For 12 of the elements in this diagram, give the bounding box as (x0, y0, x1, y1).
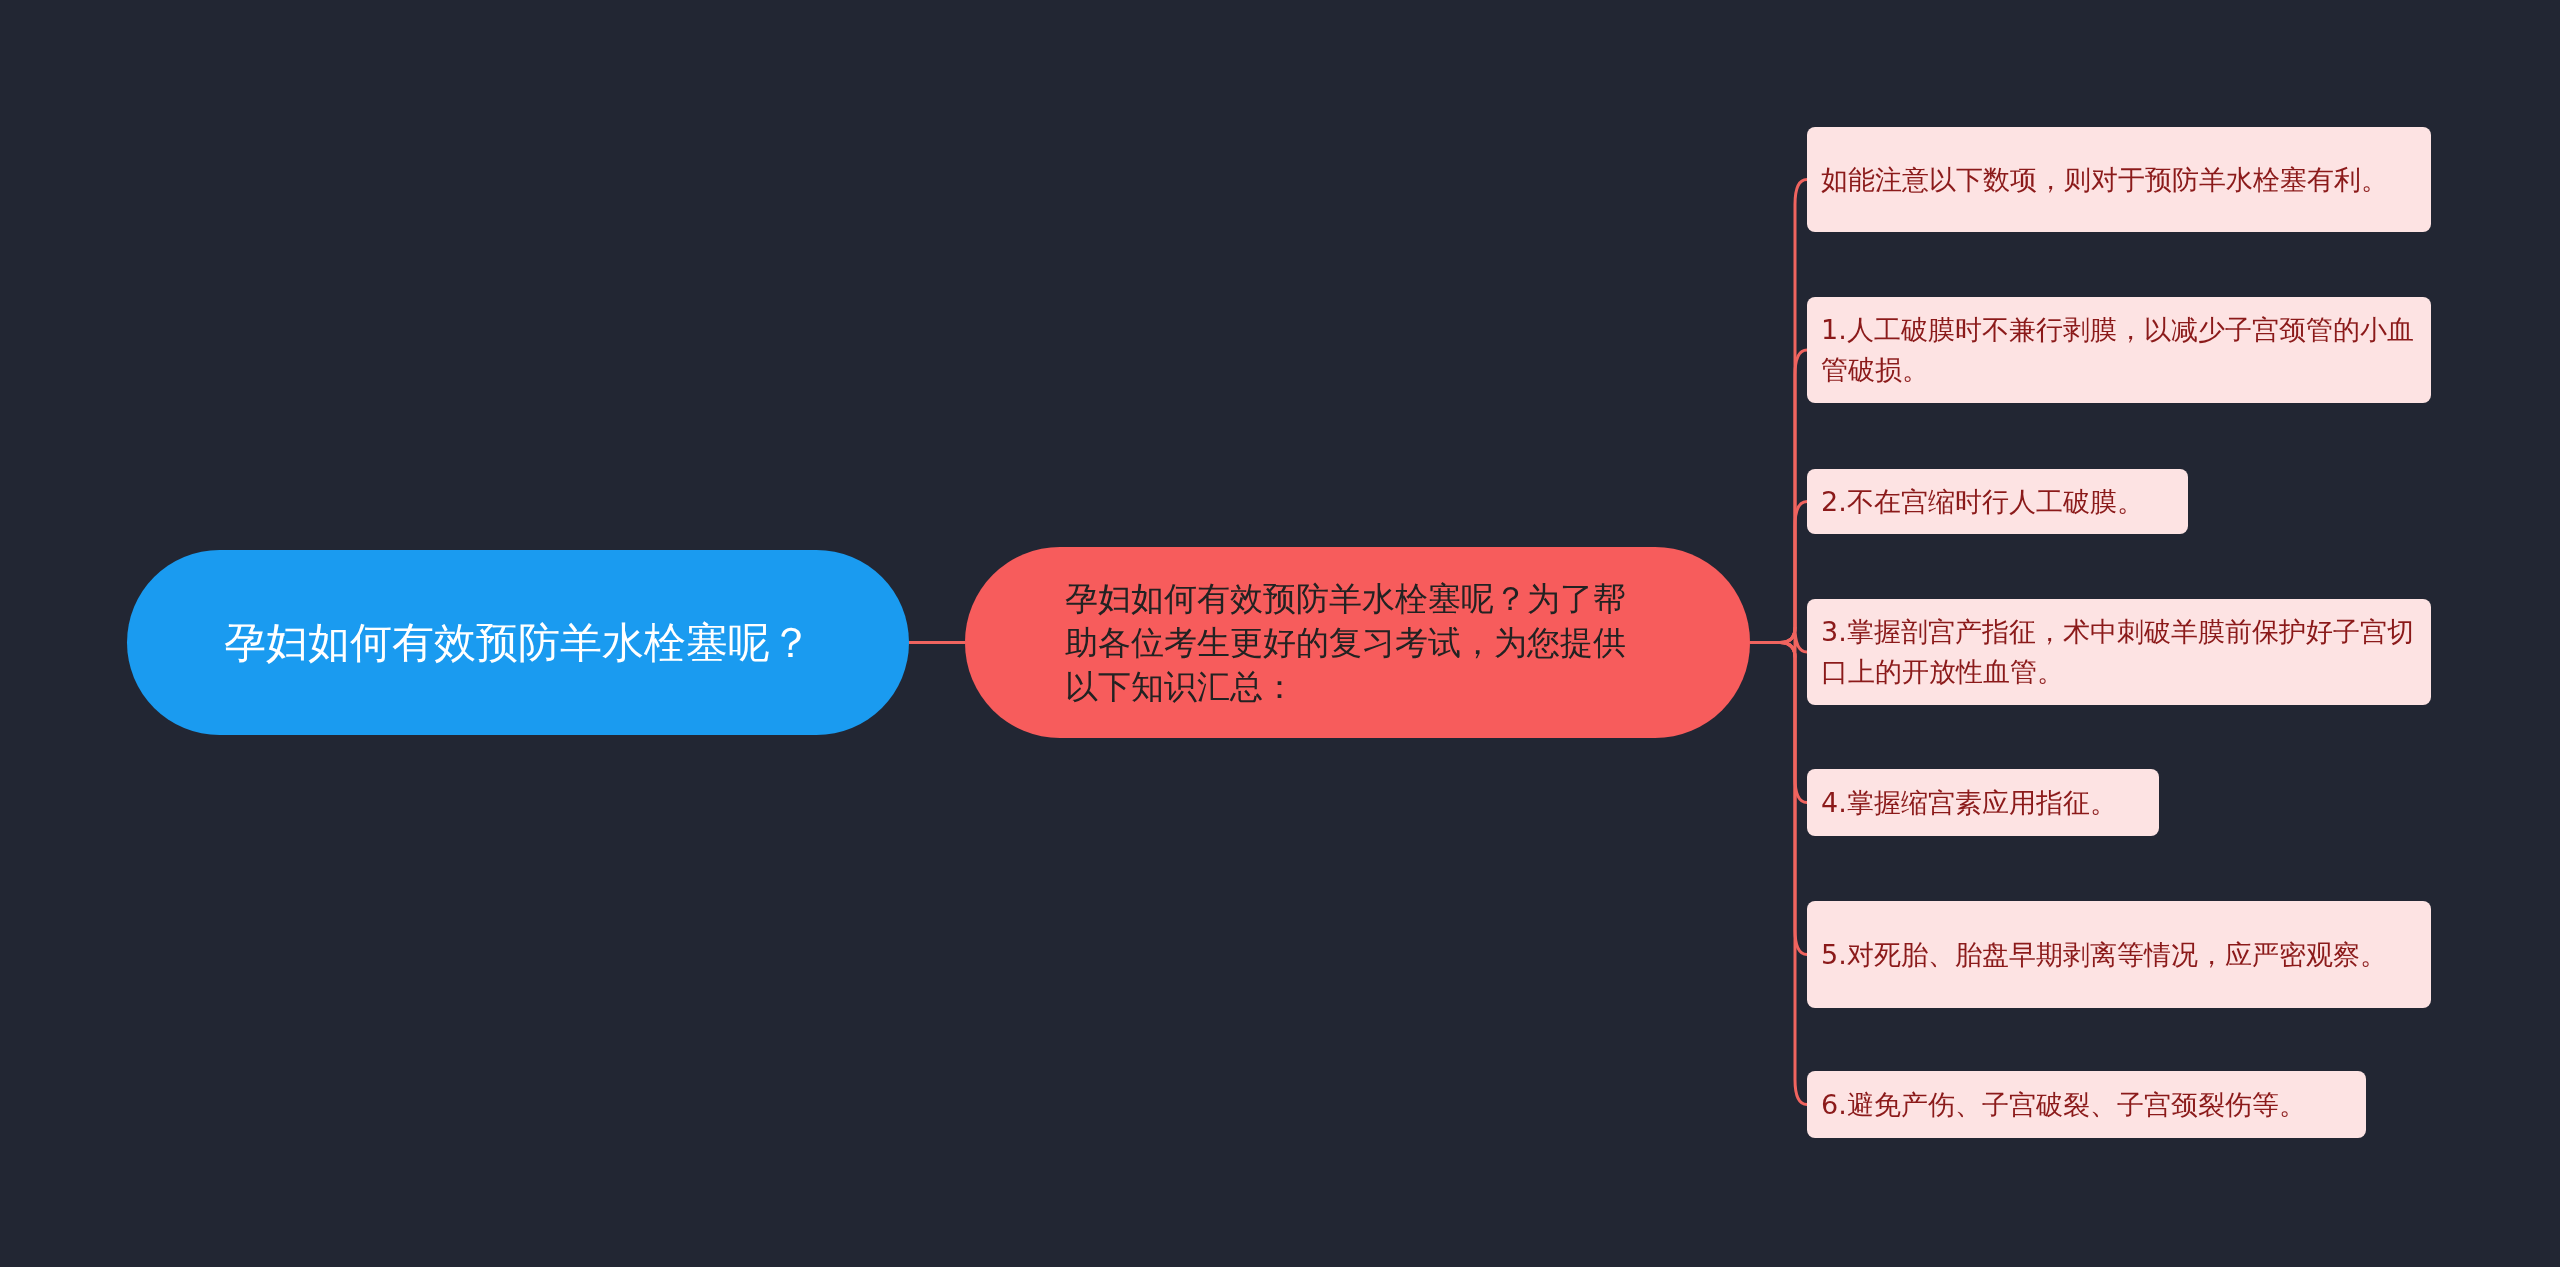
topic-bubble: 孕妇如何有效预防羊水栓塞呢？为了帮助各位考生更好的复习考试，为您提供以下知识汇总： (965, 547, 1750, 738)
point-box: 1.人工破膜时不兼行剥膜，以减少子宫颈管的小血管破损。 (1807, 297, 2431, 403)
point-box: 2.不在宫缩时行人工破膜。 (1807, 469, 2188, 534)
connector-line (909, 641, 965, 644)
point-box: 3.掌握剖宫产指征，术中刺破羊膜前保护好子宫切口上的开放性血管。 (1807, 599, 2431, 705)
topic-bubble: 孕妇如何有效预防羊水栓塞呢？ (127, 550, 909, 735)
point-box: 6.避免产伤、子宫破裂、子宫颈裂伤等。 (1807, 1071, 2366, 1138)
connector-line (1750, 625, 1808, 659)
connector-line (1750, 641, 1808, 1106)
point-box: 如能注意以下数项，则对于预防羊水栓塞有利。 (1807, 127, 2431, 232)
point-box: 4.掌握缩宫素应用指征。 (1807, 769, 2159, 836)
point-box: 5.对死胎、胎盘早期剥离等情况，应严密观察。 (1807, 901, 2431, 1008)
